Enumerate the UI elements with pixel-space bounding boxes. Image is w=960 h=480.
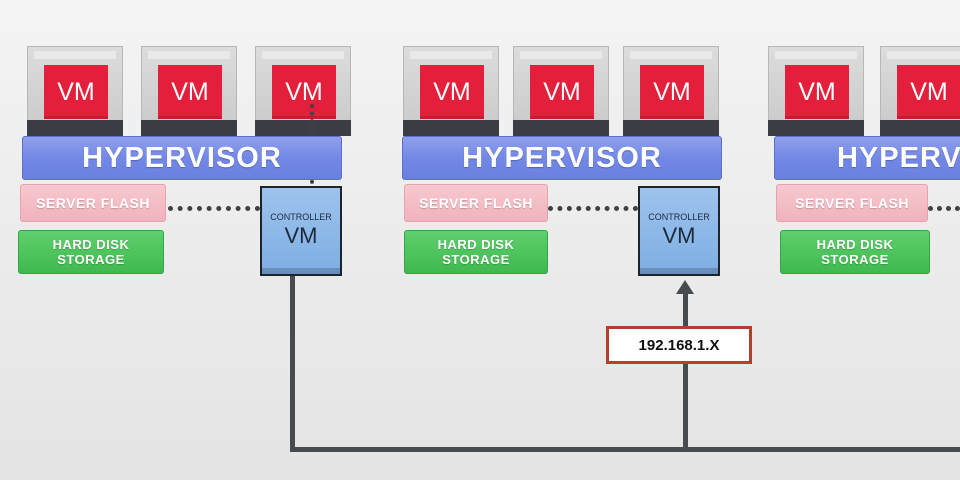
network-wire-drop-2 — [683, 292, 688, 448]
storage-line-2: STORAGE — [442, 252, 510, 267]
hard-disk-storage: HARD DISK STORAGE — [780, 230, 930, 274]
node-1: VM VM VM HYPERVISOR SERVER FLASH HARD DI… — [0, 0, 360, 290]
arrow-up-icon — [676, 280, 694, 294]
server-flash: SERVER FLASH — [20, 184, 166, 222]
vm-cube: VM — [623, 46, 719, 136]
flash-link-dotted — [548, 206, 638, 211]
vm-label: VM — [530, 65, 594, 119]
node-3: VM VM HYPERV SERVER FLASH HARD DISK STOR… — [768, 0, 960, 290]
network-wire-bus — [290, 447, 960, 452]
vm-label: VM — [897, 65, 960, 119]
controller-label: CONTROLLER — [270, 212, 332, 222]
vm-label: VM — [272, 65, 336, 119]
vm-cube: VM — [880, 46, 960, 136]
storage-line-2: STORAGE — [57, 252, 125, 267]
hard-disk-storage: HARD DISK STORAGE — [18, 230, 164, 274]
vm-cube: VM — [27, 46, 123, 136]
vm-cube: VM — [255, 46, 351, 136]
hypervisor-bar: HYPERVISOR — [22, 136, 342, 180]
controller-label: CONTROLLER — [648, 212, 710, 222]
storage-line-2: STORAGE — [821, 252, 889, 267]
vm-label: VM — [785, 65, 849, 119]
storage-line-1: HARD DISK — [437, 237, 515, 252]
vm-cube: VM — [513, 46, 609, 136]
vm-cube: VM — [141, 46, 237, 136]
vm-label: VM — [420, 65, 484, 119]
controller-vm-label: VM — [662, 223, 696, 248]
controller-vm: CONTROLLER VM — [638, 186, 720, 276]
vm-cube: VM — [768, 46, 864, 136]
controller-vm-label: VM — [284, 223, 318, 248]
storage-line-1: HARD DISK — [816, 237, 894, 252]
hypervisor-bar: HYPERVISOR — [402, 136, 722, 180]
storage-line-1: HARD DISK — [52, 237, 130, 252]
ip-address-label: 192.168.1.X — [606, 326, 752, 364]
vm-label: VM — [640, 65, 704, 119]
flash-link-dotted — [928, 206, 960, 211]
hypervisor-bar: HYPERV — [774, 136, 960, 180]
vm-cube: VM — [403, 46, 499, 136]
vm-label: VM — [44, 65, 108, 119]
hard-disk-storage: HARD DISK STORAGE — [404, 230, 548, 274]
server-flash: SERVER FLASH — [404, 184, 548, 222]
server-flash: SERVER FLASH — [776, 184, 928, 222]
node-2: VM VM VM HYPERVISOR SERVER FLASH HARD DI… — [380, 0, 740, 290]
flash-link-dotted — [168, 206, 260, 211]
controller-vm: CONTROLLER VM — [260, 186, 342, 276]
vm-label: VM — [158, 65, 222, 119]
network-wire-drop-1 — [290, 276, 295, 452]
hypervisor-label: HYPERV — [837, 141, 960, 174]
